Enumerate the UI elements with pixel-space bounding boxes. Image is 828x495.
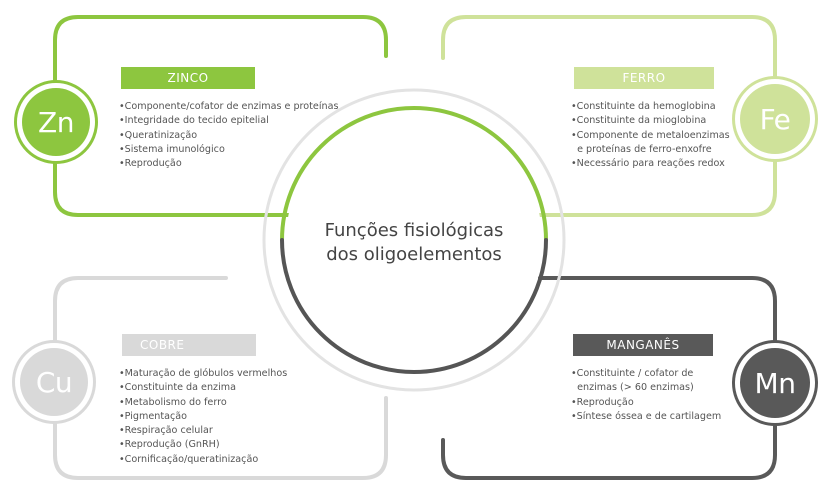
zinco-item: •Integridade do tecido epitelial xyxy=(119,115,269,127)
manganes-item: enzimas (> 60 enzimas) xyxy=(571,382,694,394)
zinco-list: •Componente/cofator de enzimas e proteín… xyxy=(119,100,338,171)
center-circle-outer xyxy=(262,88,566,392)
manganes-item: •Constituinte / cofator de xyxy=(571,368,694,379)
manganes-label: MANGANÊS xyxy=(573,334,713,356)
manganes-list: •Constituinte / cofator de enzimas (> 60… xyxy=(571,367,721,424)
diagram-title-line: dos oligoelementos xyxy=(326,244,502,265)
ferro-frame xyxy=(441,15,777,217)
manganes-item: •Reprodução xyxy=(571,396,634,408)
cobre-list: •Maturação de glóbulos vermelhos •Constit… xyxy=(119,367,287,467)
ferro-label: FERRO xyxy=(574,67,714,89)
zinco-item: •Queratinização xyxy=(119,129,198,141)
cobre-item: •Respiração celular xyxy=(119,425,213,437)
zinco-label: ZINCO xyxy=(121,67,255,89)
ferro-item: •Constituinte da hemoglobina xyxy=(571,101,716,112)
zinco-symbol: Zn xyxy=(38,105,74,139)
cobre-item: •Cornificação/queratinização xyxy=(119,453,259,465)
center-circle-inner xyxy=(286,112,542,368)
cobre-item: •Pigmentação xyxy=(119,410,187,422)
zinco-item: •Reprodução xyxy=(119,158,182,170)
manganes-item: •Síntese óssea e de cartilagem xyxy=(571,410,722,422)
zinco-badge: Zn xyxy=(14,80,98,164)
zinco-frame xyxy=(53,15,388,217)
ferro-item: •Constituinte da mioglobina xyxy=(571,115,707,127)
ferro-item: •Componente de metaloenzimas xyxy=(571,129,730,141)
cobre-item: •Metabolismo do ferro xyxy=(119,396,227,408)
diagram-title-line: Funções fisiológicas xyxy=(324,220,504,241)
ferro-item: •Necessário para reações redox xyxy=(571,158,725,170)
center-arc-dark xyxy=(280,238,548,374)
cobre-label: COBRE xyxy=(122,334,256,356)
manganes-badge: Mn xyxy=(732,340,818,426)
cobre-item: •Reprodução (GnRH) xyxy=(119,439,220,451)
zinco-item: •Componente/cofator de enzimas e proteín… xyxy=(119,101,339,112)
manganes-symbol: Mn xyxy=(754,366,796,400)
ferro-symbol: Fe xyxy=(759,102,791,136)
cobre-badge: Cu xyxy=(12,340,96,424)
manganes-frame xyxy=(441,276,777,480)
ferro-badge: Fe xyxy=(732,76,818,162)
diagram-title: Funções fisiológicas dos oligoelementos xyxy=(270,219,558,267)
ferro-list: •Constituinte da hemoglobina •Constituint… xyxy=(571,100,730,171)
center-arc-green xyxy=(280,106,548,242)
cobre-item: •Constituinte da enzima xyxy=(119,382,236,394)
cobre-item: •Maturação de glóbulos vermelhos xyxy=(119,368,288,379)
zinco-item: •Sistema imunológico xyxy=(119,143,225,155)
ferro-item: e proteínas de ferro-enxofre xyxy=(571,143,712,155)
cobre-symbol: Cu xyxy=(35,365,73,399)
cobre-frame xyxy=(53,276,388,480)
